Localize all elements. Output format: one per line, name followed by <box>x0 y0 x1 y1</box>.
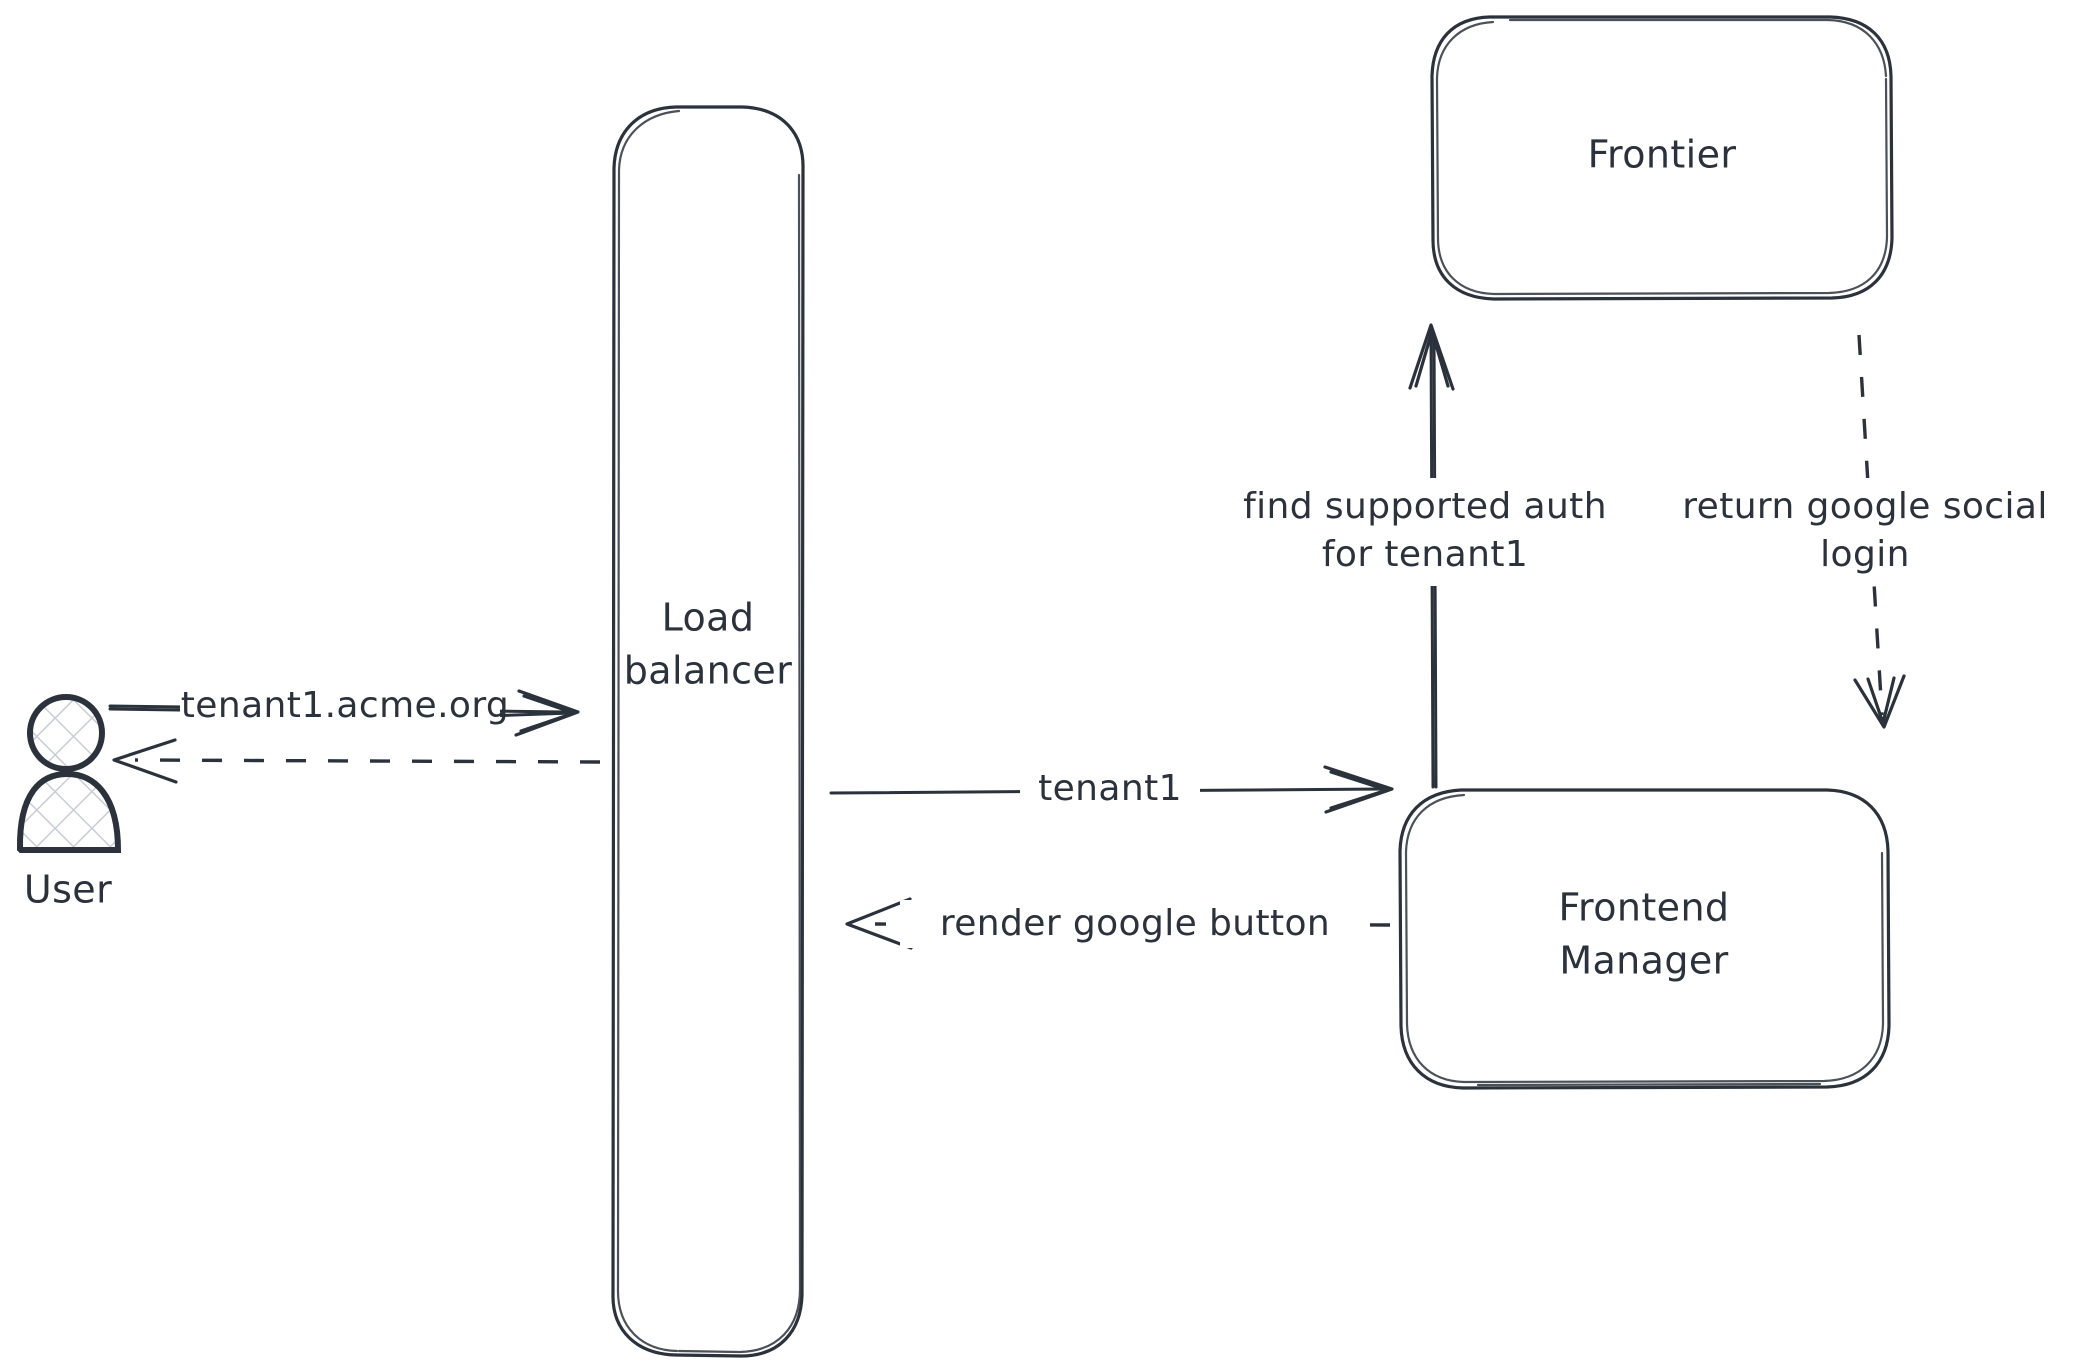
node-frontend-manager-label-line2: Manager <box>1559 939 1728 983</box>
edge-label-bg <box>900 900 1370 948</box>
edge-frontend-manager-to-load-balancer[interactable]: render google button <box>845 897 1391 950</box>
edge-frontier-to-frontend-manager-label-line1: return google social <box>1682 486 2048 527</box>
node-frontend-manager[interactable]: Frontend Manager <box>1398 788 1891 1090</box>
node-frontier[interactable]: Frontier <box>1430 15 1894 301</box>
edge-frontend-manager-to-load-balancer-label: render google button <box>940 903 1330 944</box>
actor-user[interactable]: User <box>16 694 122 912</box>
node-frontend-manager-label-line1: Frontend <box>1559 886 1730 930</box>
edge-load-balancer-to-frontend-manager-label: tenant1 <box>1038 768 1182 809</box>
edge-user-to-load-balancer[interactable]: tenant1.acme.org <box>108 684 580 737</box>
user-head-icon <box>27 694 105 772</box>
node-load-balancer-label-line2: balancer <box>624 649 792 693</box>
edge-label-bg <box>1218 478 1628 586</box>
edge-frontier-to-frontend-manager-label-line2: login <box>1820 534 1910 575</box>
node-frontier-label: Frontier <box>1588 133 1737 177</box>
node-load-balancer-label-line1: Load <box>662 596 755 640</box>
edge-load-balancer-to-user[interactable] <box>112 738 601 784</box>
node-load-balancer[interactable]: Load balancer <box>611 105 805 1358</box>
edge-load-balancer-to-frontend-manager[interactable]: tenant1 <box>829 765 1394 814</box>
edge-frontend-manager-to-frontier[interactable]: find supported auth for tenant1 <box>1218 323 1628 789</box>
edge-user-to-load-balancer-label: tenant1.acme.org <box>181 685 509 726</box>
edge-label-bg <box>180 684 500 728</box>
user-body-icon <box>16 770 122 853</box>
edge-frontier-to-frontend-manager[interactable]: return google social login <box>1648 334 2068 729</box>
edge-frontend-manager-to-frontier-label-line2: for tenant1 <box>1322 534 1528 575</box>
edge-frontend-manager-to-frontier-label-line1: find supported auth <box>1243 486 1607 527</box>
actor-user-label: User <box>24 868 112 912</box>
edge-label-bg <box>1648 478 2068 586</box>
edge-label-bg <box>1020 768 1200 812</box>
